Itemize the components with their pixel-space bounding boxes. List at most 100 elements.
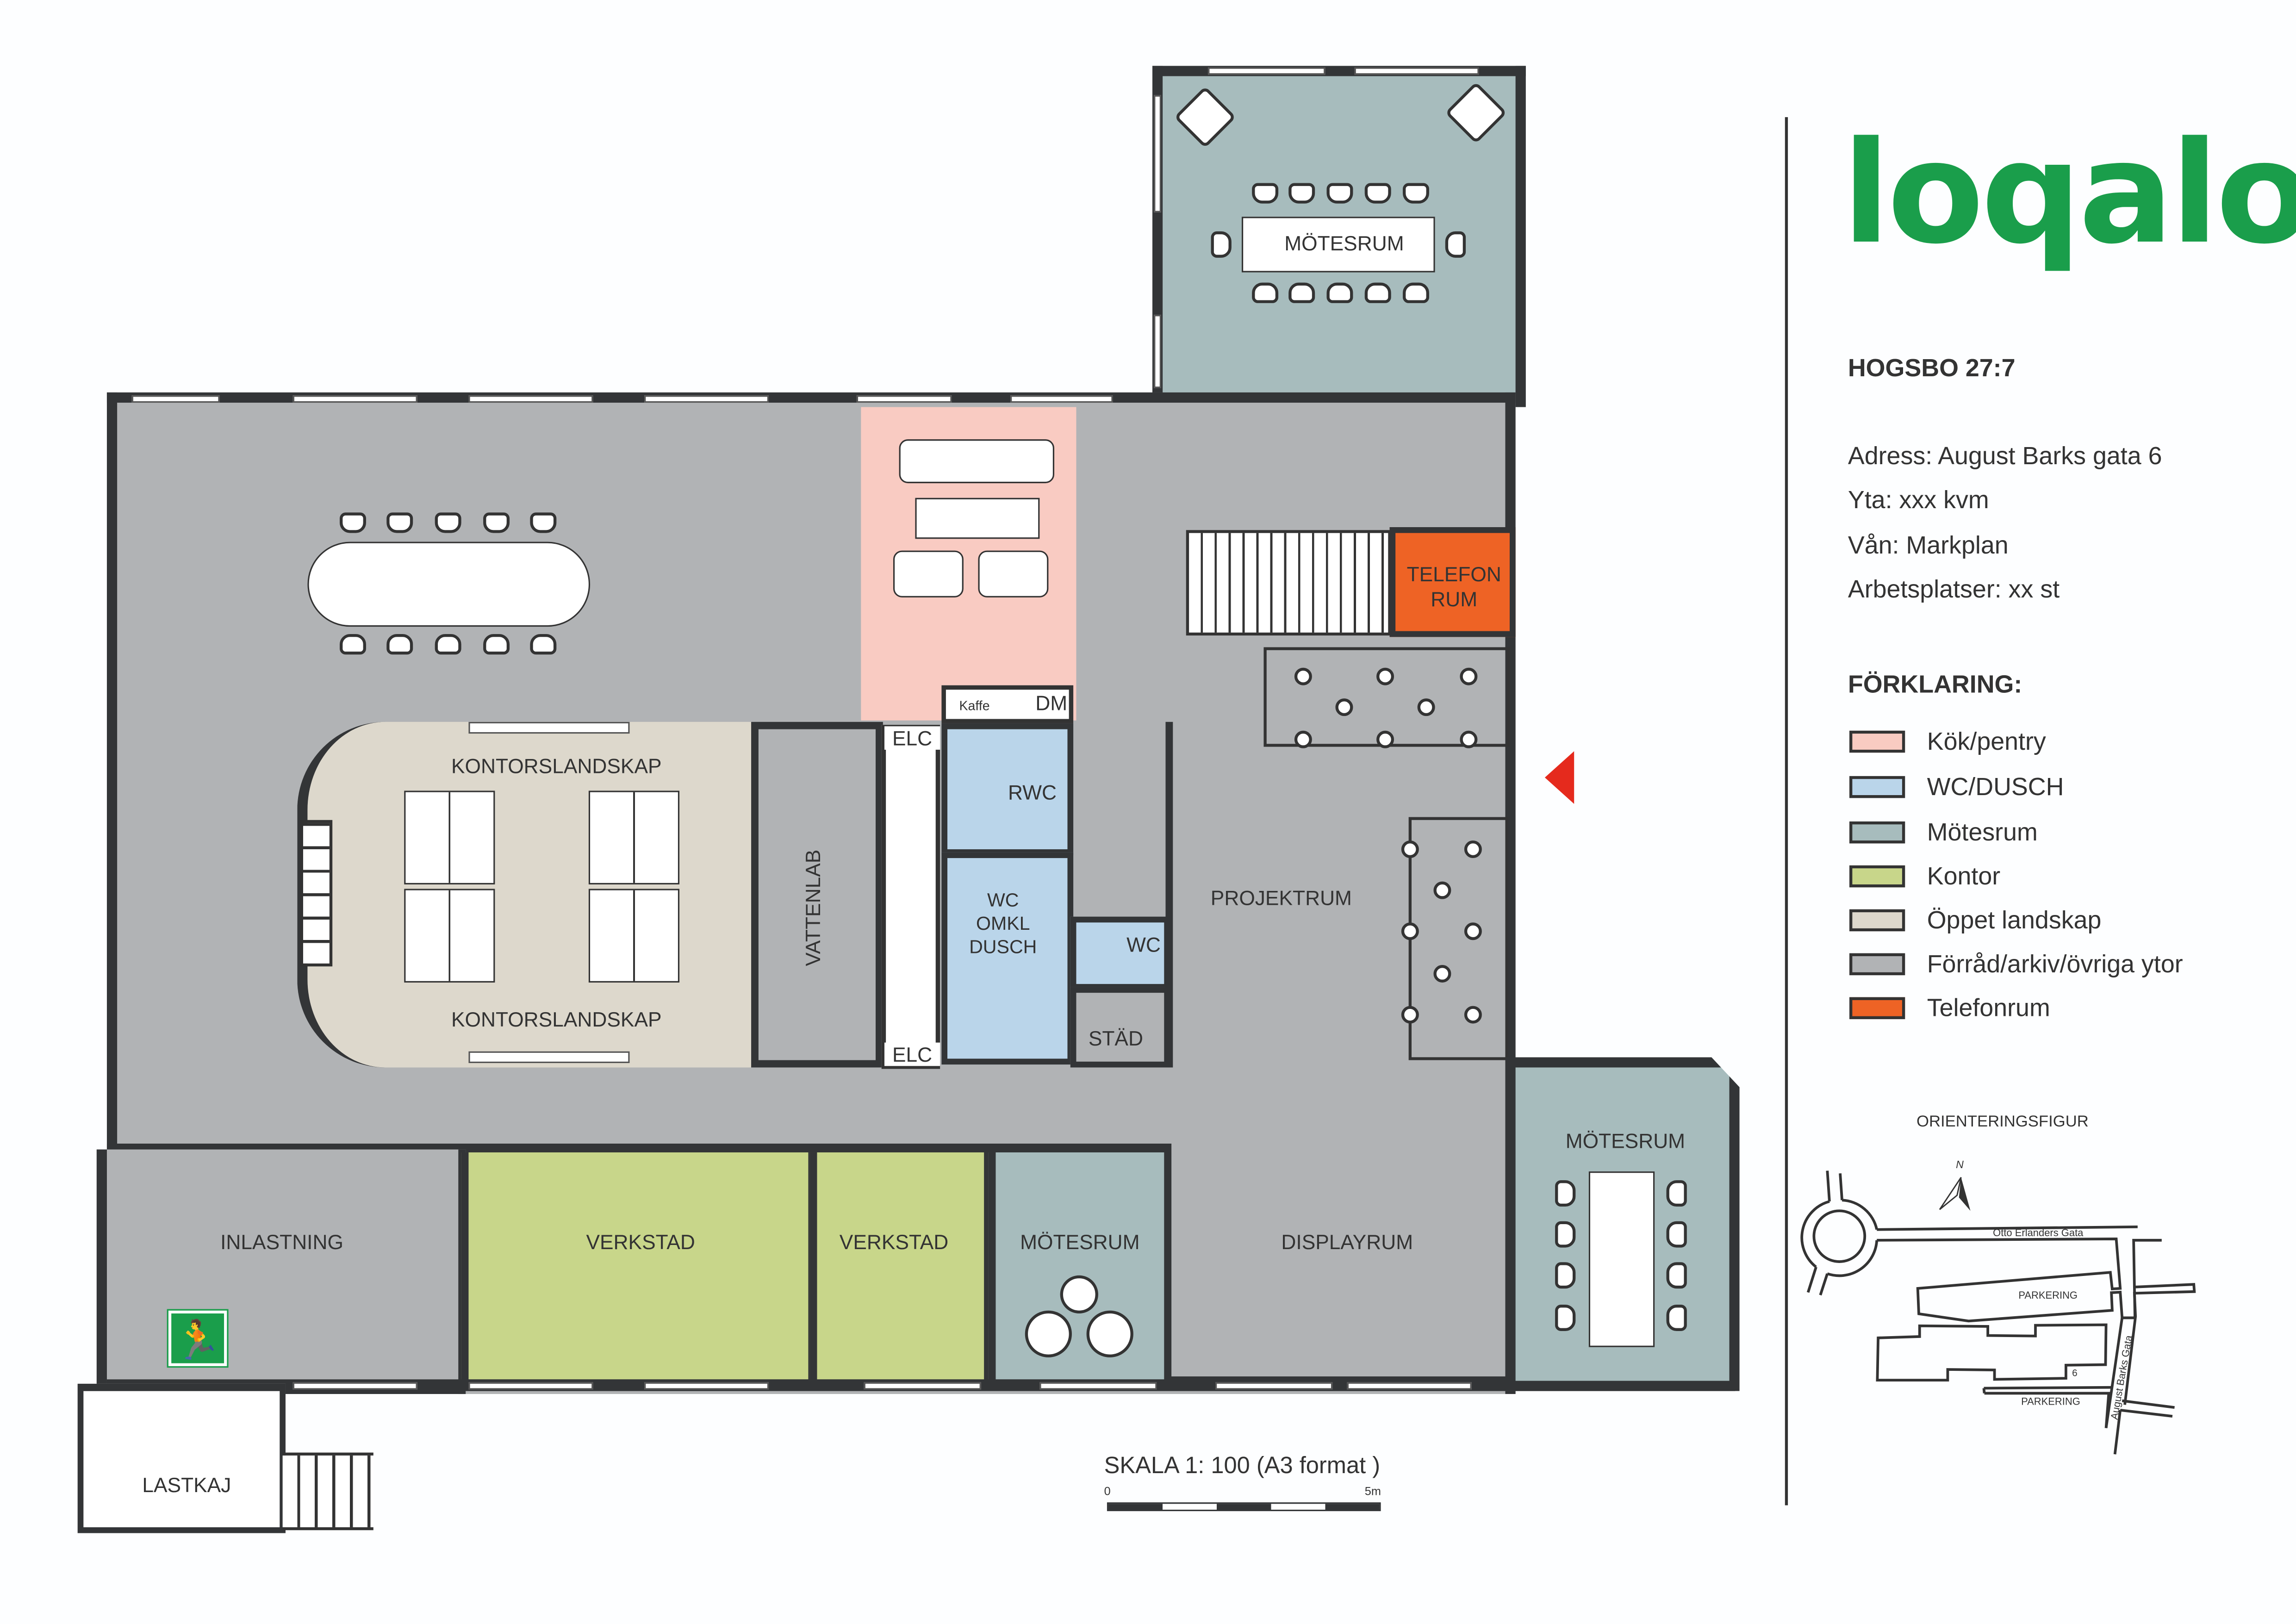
chair	[483, 634, 510, 655]
window	[1039, 1382, 1157, 1390]
chair	[1666, 1262, 1687, 1289]
chair	[1288, 282, 1315, 303]
legend-swatch-kontor	[1849, 865, 1905, 888]
label-verkstad-1: VERKSTAD	[586, 1230, 695, 1254]
kitchen-counter	[941, 685, 1074, 723]
window	[468, 1051, 630, 1063]
label-wc: WC	[1126, 933, 1161, 957]
coffee-table	[915, 498, 1040, 539]
room-displayrum	[1167, 1152, 1513, 1387]
legend-swatch-oppet	[1849, 909, 1905, 932]
window	[131, 395, 220, 403]
property-title: HOGSBO 27:7	[1848, 354, 2016, 382]
info-workplaces: Arbetsplatser: xx st	[1848, 575, 2060, 604]
chair	[435, 634, 461, 655]
window	[1215, 1382, 1333, 1390]
sofa	[899, 439, 1055, 484]
label-wc-omkl-2: OMKL	[976, 912, 1030, 934]
stool	[1464, 1006, 1482, 1024]
label-dm: DM	[1035, 691, 1068, 715]
chair	[1211, 231, 1232, 258]
stool	[1460, 667, 1478, 685]
chair	[1666, 1180, 1687, 1207]
chair	[340, 512, 366, 533]
room-vattenlab	[751, 722, 883, 1068]
chair	[1403, 183, 1429, 204]
window	[1154, 95, 1161, 212]
stool	[1376, 730, 1394, 748]
stool	[1464, 922, 1482, 940]
stool	[1335, 698, 1353, 716]
scale-start: 0	[1104, 1485, 1111, 1498]
north-arrow-icon	[1939, 1177, 1962, 1210]
legend-label: Kök/pentry	[1927, 728, 2046, 756]
label-rwc: RWC	[1008, 780, 1057, 804]
label-kontorslandskap-bottom: KONTORSLANDSKAP	[451, 1007, 662, 1031]
window	[1010, 395, 1113, 403]
emergency-exit-icon: 🏃	[167, 1309, 229, 1368]
chair	[530, 512, 557, 533]
chair	[435, 512, 461, 533]
desk-group	[404, 790, 495, 884]
legend-label: Öppet landskap	[1927, 906, 2102, 934]
window	[1347, 1382, 1472, 1390]
room-verkstad-2	[809, 1152, 991, 1387]
legend-label: Förråd/arkiv/övriga ytor	[1927, 950, 2183, 978]
chair	[386, 512, 413, 533]
parking-label: PARKERING	[2018, 1289, 2078, 1301]
label-displayrum: DISPLAYRUM	[1281, 1230, 1413, 1254]
legend-swatch-kok	[1849, 730, 1905, 753]
room-inlastning	[96, 1149, 466, 1394]
window	[468, 722, 630, 734]
chair	[1555, 1221, 1576, 1248]
scale-title: SKALA 1: 100 (A3 format )	[1104, 1454, 1381, 1479]
chair	[1555, 1305, 1576, 1331]
desk-group	[404, 889, 495, 983]
stool	[1376, 667, 1394, 685]
armchair	[978, 550, 1049, 597]
label-verkstad-2: VERKSTAD	[839, 1230, 949, 1254]
label-lastkaj: LASTKAJ	[142, 1473, 231, 1497]
stool	[1294, 730, 1312, 748]
legend-swatch-motesrum	[1849, 821, 1905, 844]
shelf	[300, 820, 333, 967]
stool	[1417, 698, 1435, 716]
conference-table	[1588, 1171, 1655, 1347]
stool	[1433, 965, 1451, 983]
label-kaffe: Kaffe	[959, 698, 990, 713]
parking-label: PARKERING	[2021, 1395, 2080, 1407]
window	[1354, 67, 1479, 75]
chair	[1364, 183, 1391, 204]
chair	[386, 634, 413, 655]
chair	[1252, 183, 1279, 204]
chair	[530, 634, 557, 655]
orientation-title: ORIENTERINGSFIGUR	[1916, 1113, 2089, 1130]
legend-swatch-wc	[1849, 776, 1905, 798]
chair	[483, 512, 510, 533]
label-wc-omkl-3: DUSCH	[969, 935, 1037, 958]
logo: loqalo	[1842, 111, 2296, 275]
stool	[1464, 840, 1482, 859]
window	[292, 395, 417, 403]
building-number: 6	[2072, 1368, 2078, 1378]
armchair	[1086, 1310, 1133, 1357]
room-lastkaj	[77, 1383, 286, 1533]
legend-swatch-telefonrum	[1849, 997, 1905, 1020]
chair	[1252, 282, 1279, 303]
room-motesrum-bottom	[988, 1152, 1172, 1387]
entrance-arrow-icon	[1544, 751, 1574, 804]
desk-group	[588, 790, 680, 884]
label-inlastning: INLASTNING	[220, 1230, 343, 1254]
label-wc-omkl-1: WC	[987, 889, 1019, 911]
info-address: Adress: August Barks gata 6	[1848, 442, 2162, 470]
label-elc-bottom: ELC	[884, 1042, 940, 1066]
round-table	[1060, 1275, 1098, 1314]
legend-title: FÖRKLARING:	[1848, 671, 2022, 699]
label-telefon-1: TELEFON	[1406, 562, 1501, 586]
window	[1208, 67, 1325, 75]
stool	[1401, 840, 1419, 859]
chair	[1555, 1262, 1576, 1289]
window	[292, 1382, 417, 1390]
divider	[1785, 117, 1788, 1506]
